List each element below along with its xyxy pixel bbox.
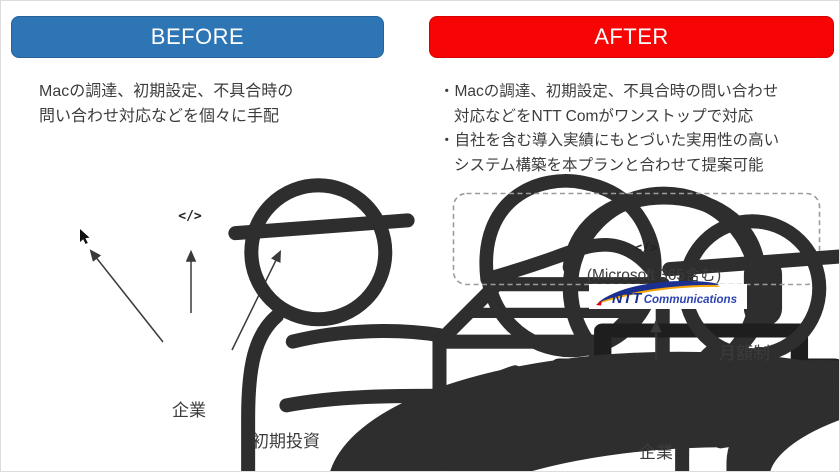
before-description: Macの調達、初期設定、不具合時の 問い合わせ対応などを個々に手配: [39, 79, 359, 129]
arrow-to-support: [231, 249, 281, 351]
developer-laptop-icon-after: </>: [634, 241, 658, 256]
ntt-logo-swoosh: [589, 281, 747, 309]
communications-wordmark: Communications: [643, 294, 737, 306]
company-label-before: 企業: [172, 401, 206, 420]
ntt-communications-wordmark: NTT Communications: [612, 291, 737, 307]
after-description: ・Macの調達、初期設定、不具合時の問い合わせ 対応などをNTT Comがワンス…: [439, 80, 834, 178]
after-bullet-line: 対応などをNTT Comがワンストップで対応: [454, 107, 754, 125]
microsoft-365-note: (Microsoft 365含む): [586, 267, 722, 284]
before-desc-line: 問い合わせ対応などを個々に手配: [39, 108, 280, 125]
before-diagram: </>: [80, 179, 839, 471]
developer-laptop-icon: </>: [178, 179, 740, 471]
company-label-after: 企業: [639, 443, 673, 462]
monthly-fee-label: 月額制: [719, 344, 770, 363]
code-glyph: </>: [634, 241, 658, 256]
after-banner: AFTER: [429, 16, 834, 58]
after-bullet-line: ・Macの調達、初期設定、不具合時の問い合わせ: [439, 83, 779, 100]
arrow-to-delivery: [89, 249, 164, 343]
ntt-wordmark: NTT: [612, 291, 642, 307]
before-desc-line: Macの調達、初期設定、不具合時の: [39, 83, 294, 100]
before-banner: BEFORE: [11, 16, 384, 58]
code-glyph: </>: [178, 209, 202, 224]
after-bullet-line: ・自社を含む導入実績にもとづいた実用性の高い: [439, 132, 780, 149]
mouse-cursor-icon: [80, 229, 90, 244]
initial-investment-label: 初期投資: [252, 432, 320, 451]
after-bullet-line: システム構築を本プランと合わせて提案可能: [454, 156, 764, 174]
after-diagram: </>: [452, 192, 839, 471]
